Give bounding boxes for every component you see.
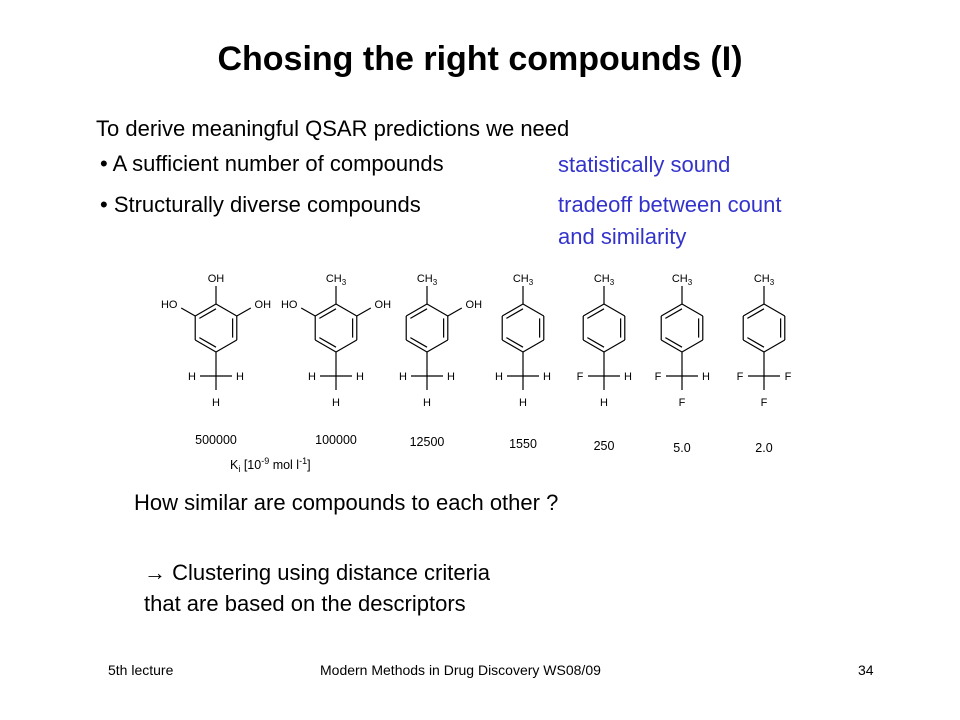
atom-c-left: F (737, 371, 744, 383)
atom-top: CH3 (513, 273, 534, 287)
benzene-ring (501, 303, 545, 353)
atom-c-left: H (399, 371, 407, 383)
atom-left: HO (281, 299, 298, 311)
bullet-sufficient-number: • A sufficient number of compounds (100, 151, 444, 176)
atom-top: CH3 (672, 273, 693, 287)
ki-value: 1550 (509, 437, 537, 451)
atom-top: OH (208, 273, 225, 285)
slide-title: Chosing the right compounds (I) (217, 40, 743, 78)
benzene-ring (742, 303, 786, 353)
atom-c-bottom: F (761, 397, 768, 409)
ki-value: 250 (594, 439, 615, 453)
bullet-structural-diversity: • Structurally diverse compounds (100, 192, 421, 217)
atom-top: CH3 (594, 273, 615, 287)
atom-c-right: H (543, 371, 551, 383)
atom-top: CH3 (754, 273, 775, 287)
atom-c-right: F (785, 371, 792, 383)
note-statistically-sound: statistically sound (558, 152, 731, 177)
ki-value: 100000 (315, 433, 357, 447)
ki-value: 2.0 (755, 441, 772, 455)
benzene-ring (314, 303, 358, 353)
ki-value: 12500 (410, 435, 445, 449)
atom-right: OH (255, 299, 272, 311)
compound-1: OH HO OH H H H 500000 (161, 273, 271, 447)
footer-lecture: 5th lecture (108, 662, 174, 678)
atom-top: CH3 (417, 273, 438, 287)
atom-c-right: H (356, 371, 364, 383)
atom-c-bottom: H (600, 397, 608, 409)
atom-c-left: H (495, 371, 503, 383)
benzene-ring (582, 303, 626, 353)
atom-c-left: F (655, 371, 662, 383)
atom-c-left: H (308, 371, 316, 383)
clustering-line2: that are based on the descriptors (144, 591, 466, 616)
atom-c-right: H (624, 371, 632, 383)
atom-c-bottom: H (212, 397, 220, 409)
footer-course: Modern Methods in Drug Discovery WS08/09 (320, 662, 601, 678)
similarity-question: How similar are compounds to each other … (134, 490, 559, 515)
footer-page-number: 34 (858, 662, 874, 678)
benzene-ring (405, 303, 449, 353)
atom-c-right: H (702, 371, 710, 383)
atom-c-left: F (577, 371, 584, 383)
benzene-ring (660, 303, 704, 353)
atom-c-bottom: H (519, 397, 527, 409)
intro-text: To derive meaningful QSAR predictions we… (96, 116, 570, 141)
atom-right: OH (466, 299, 483, 311)
atom-c-left: H (188, 371, 196, 383)
atom-c-bottom: H (423, 397, 431, 409)
clustering-line1: → Clustering using distance criteria (144, 560, 491, 585)
atom-left: HO (161, 299, 178, 311)
ki-value: 500000 (195, 433, 237, 447)
atom-c-bottom: F (679, 397, 686, 409)
note-tradeoff-line1: tradeoff between count (558, 192, 782, 217)
atom-top: CH3 (326, 273, 347, 287)
atom-c-right: H (236, 371, 244, 383)
atom-c-bottom: H (332, 397, 340, 409)
atom-right: OH (375, 299, 392, 311)
atom-c-right: H (447, 371, 455, 383)
note-tradeoff-line2: and similarity (558, 224, 687, 249)
ki-value: 5.0 (673, 441, 690, 455)
benzene-ring (194, 303, 238, 353)
ki-axis-label: Ki [10-9 mol l-1] (230, 456, 311, 474)
